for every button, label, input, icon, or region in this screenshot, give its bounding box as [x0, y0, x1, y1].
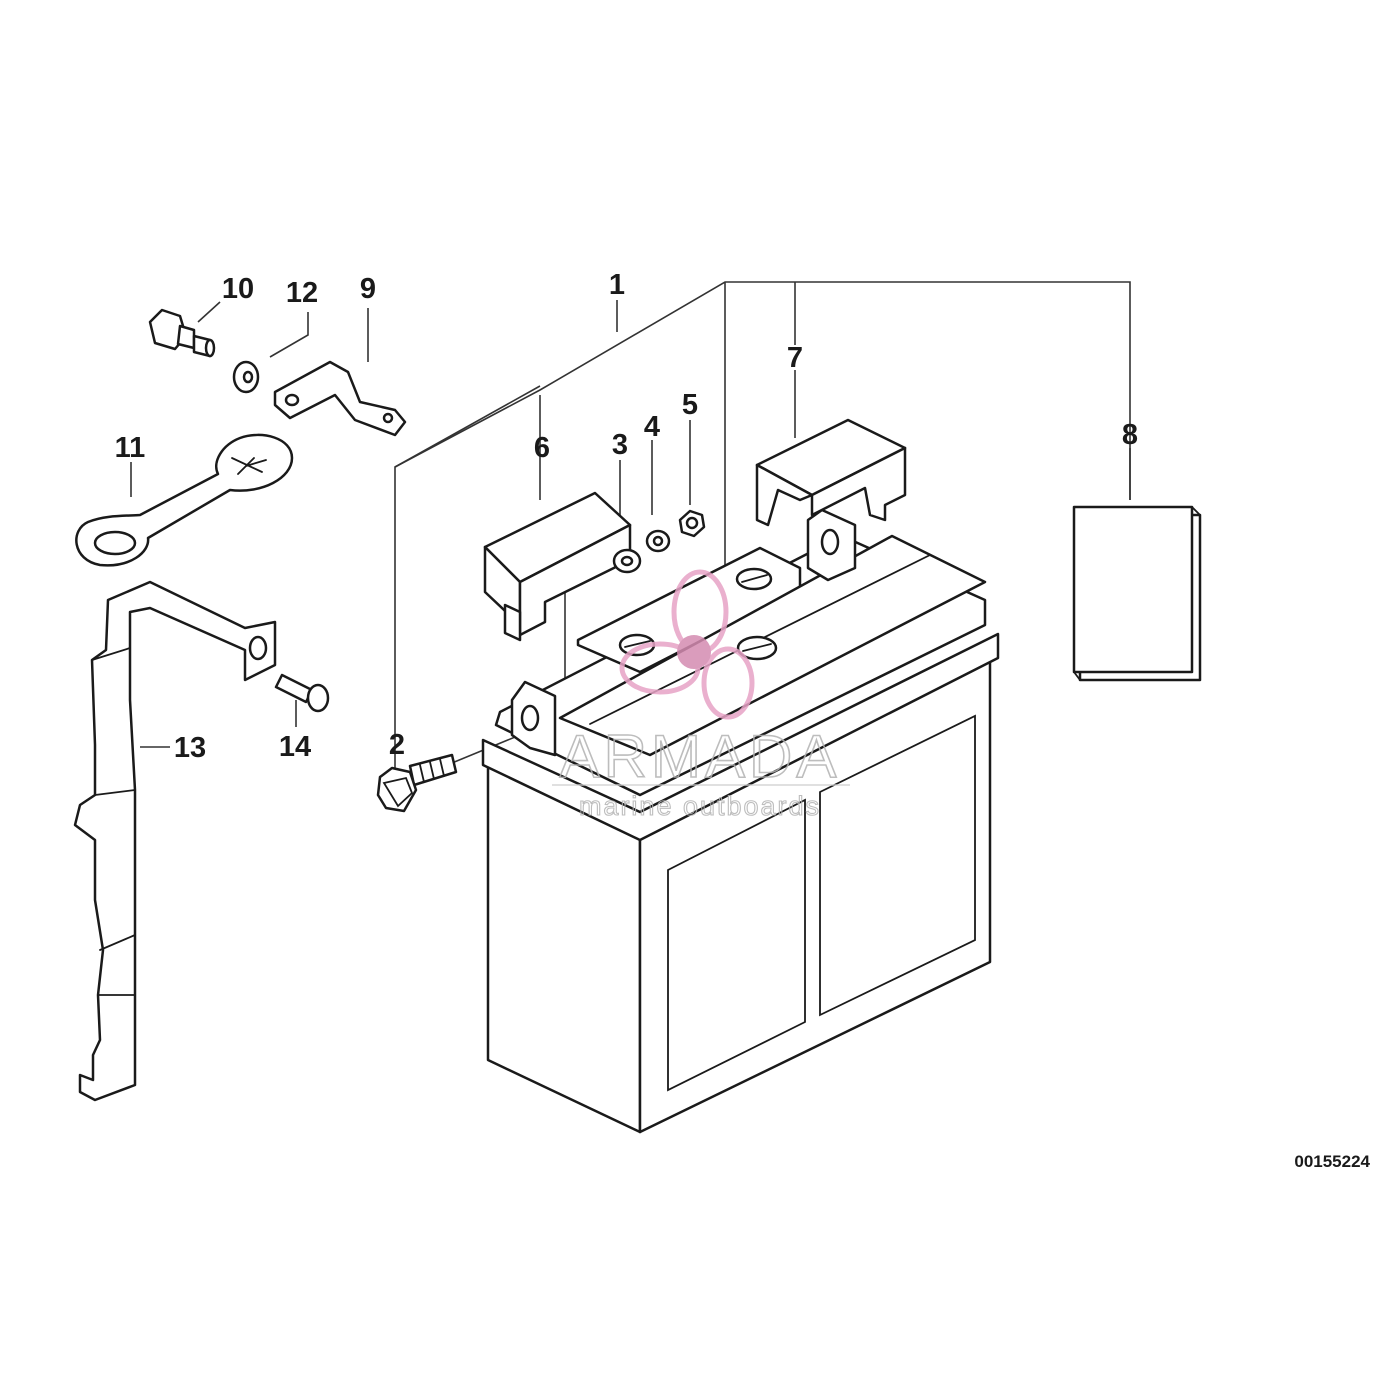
- bolt-2-thread-2: [429, 761, 435, 780]
- terminal-rear-hole: [820, 528, 840, 556]
- callout-5: 5: [682, 389, 698, 421]
- bracket-leader-main: [394, 281, 1131, 760]
- leader-branch: [394, 385, 541, 468]
- screw-14-shank: [274, 673, 314, 704]
- battery-label-right: [819, 714, 976, 1017]
- bolt-10-collar: [176, 324, 196, 350]
- callout-9: 9: [360, 273, 376, 305]
- battery-label-left: [667, 798, 806, 1092]
- cover-6-tab: [503, 603, 522, 642]
- small-hardware: [612, 509, 706, 574]
- bracket-9-hole-1: [284, 393, 300, 407]
- vent-cap-3-slot: [742, 643, 772, 652]
- callout-10: 10: [222, 273, 254, 305]
- booklet-edge-top: [1191, 506, 1201, 516]
- cable-connector-11: [75, 433, 294, 567]
- callout-3: 3: [612, 429, 628, 461]
- callout-labels: 1 2 3 4 5 6 7 8 9 10 11 12 13 14: [115, 269, 1138, 764]
- watermark: ARMADA marine outboards: [552, 569, 850, 822]
- callout-11: 11: [115, 432, 146, 464]
- screw-14: [274, 673, 330, 713]
- booklet-edge-bottom: [1073, 671, 1081, 681]
- bracket-9: [273, 360, 407, 437]
- battery-rim: [481, 632, 1000, 842]
- vent-cap-2-slot: [741, 574, 768, 583]
- bracket-9-hole-2: [382, 412, 394, 424]
- booklet-front: [1072, 505, 1194, 674]
- bolt-2-shank: [408, 753, 458, 787]
- strap-13-hole: [248, 635, 268, 661]
- callout-2: 2: [389, 729, 405, 761]
- nut-5-hole: [685, 516, 699, 530]
- connector-11-eye: [93, 530, 137, 556]
- leader-12: [269, 312, 309, 358]
- watermark-title: ARMADA: [560, 723, 841, 790]
- callout-7: 7: [787, 342, 803, 374]
- bolt-2-head-face: [382, 776, 414, 808]
- bolt-10-tip: [204, 338, 216, 358]
- washer-12: [232, 360, 260, 394]
- watermark-subtitle: marine outboards: [579, 791, 821, 821]
- terminal-bolt-10: [148, 308, 216, 358]
- bolt-2-thread-3: [439, 758, 445, 777]
- terminal-cover-7: [755, 418, 907, 527]
- strap-13-fold-2: [94, 789, 136, 796]
- washer-3-hole: [620, 555, 634, 567]
- callout-13: 13: [174, 732, 206, 764]
- bolt-2-thread-1: [419, 764, 425, 783]
- cover-7-front: [810, 446, 907, 522]
- battery: [481, 508, 1000, 1134]
- callout-4: 4: [644, 411, 660, 443]
- washer-12-hole: [242, 370, 254, 384]
- callout-1: 1: [609, 269, 625, 301]
- callout-12: 12: [286, 277, 318, 309]
- connector-11-body: [75, 433, 294, 567]
- callout-6: 6: [534, 432, 550, 464]
- leader-10: [197, 301, 221, 323]
- document-number: 00155224: [1294, 1152, 1370, 1171]
- terminal-front-hole: [520, 704, 540, 732]
- logo-hub: [677, 635, 711, 669]
- strap-13-body: [73, 580, 277, 1102]
- hex-bolt-2: [376, 753, 458, 813]
- callout-14: 14: [279, 731, 311, 763]
- logo-blade-right: [701, 646, 755, 720]
- strap-13-fold-1: [91, 647, 131, 661]
- terminal-cover-6: [483, 491, 632, 642]
- booklet-8: [1072, 505, 1202, 682]
- callout-8: 8: [1122, 419, 1138, 451]
- lock-washer-4-hole: [652, 535, 664, 547]
- screw-14-head: [306, 683, 330, 713]
- strap-13-fold-3: [99, 934, 136, 951]
- bracket-9-body: [273, 360, 407, 437]
- holder-strap-13: [73, 580, 277, 1102]
- vent-cap-1-slot: [624, 640, 651, 648]
- connector-11-crimp: [231, 457, 267, 475]
- propeller-logo-icon: [619, 569, 755, 720]
